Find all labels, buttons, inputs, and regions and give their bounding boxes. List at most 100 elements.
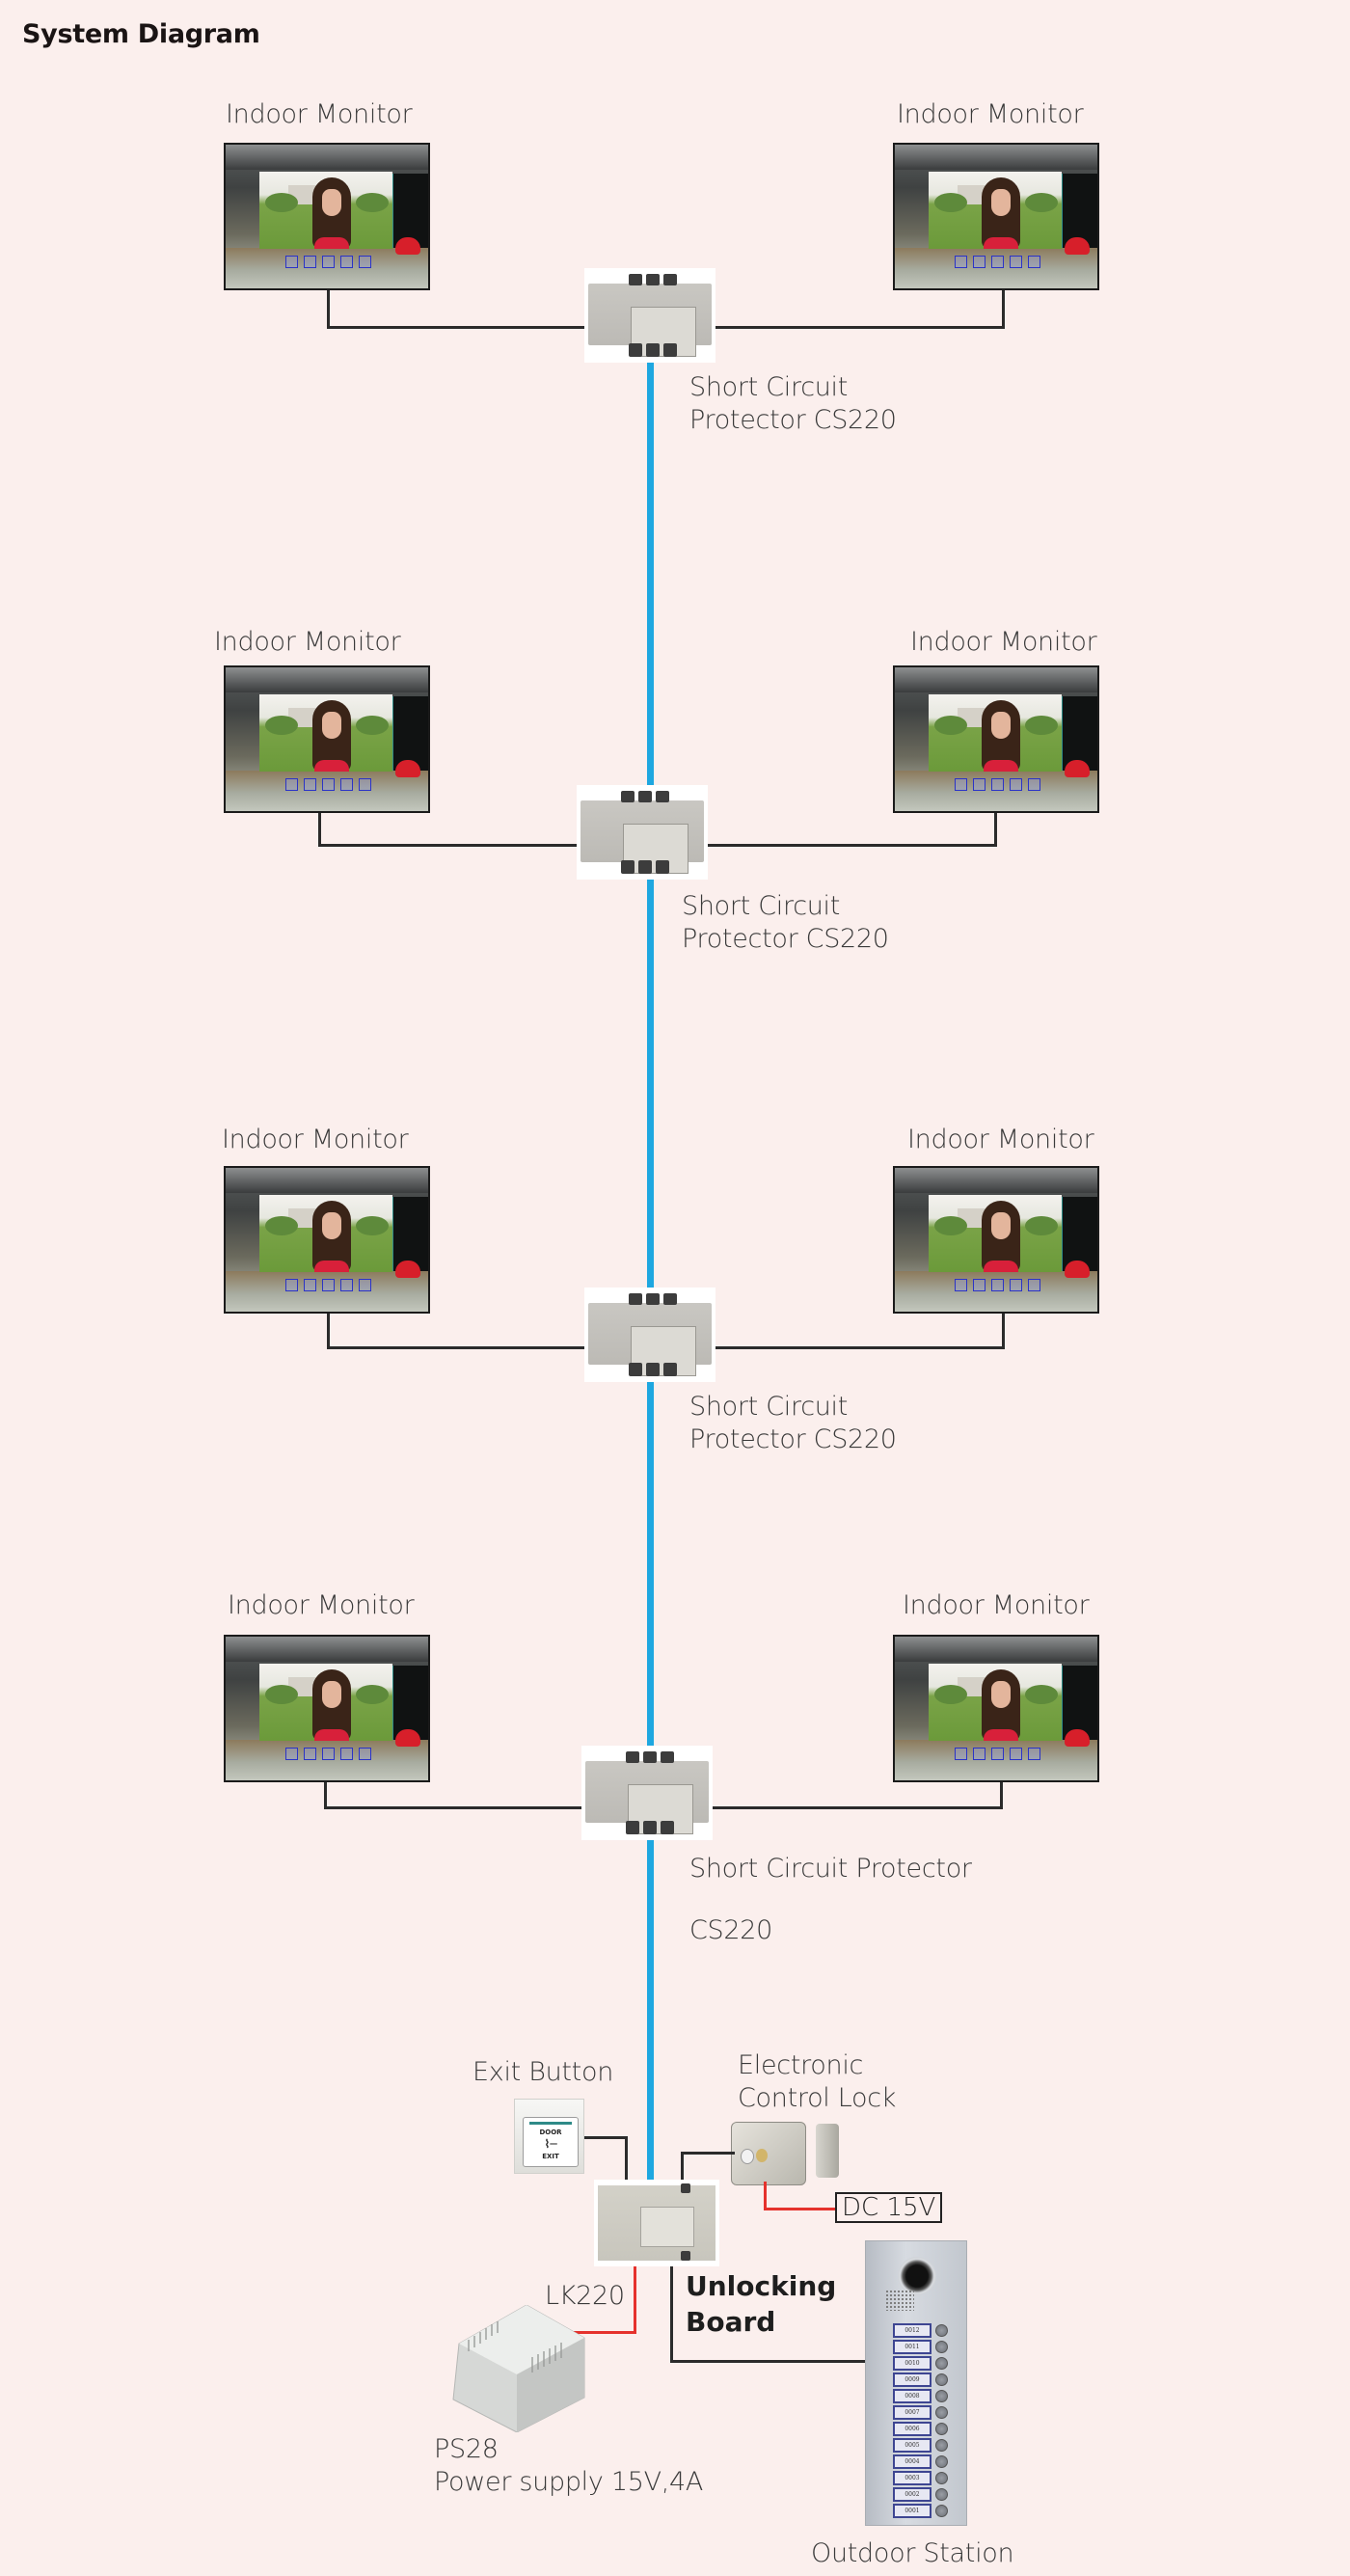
monitor-menu-icons xyxy=(955,1748,1040,1760)
right-monitor-wire xyxy=(994,813,997,847)
call-button-icon xyxy=(935,2423,948,2435)
left-monitor-label: Indoor Monitor xyxy=(214,627,401,657)
power-supply-device xyxy=(452,2305,585,2432)
call-button-row: 0005 xyxy=(893,2437,948,2454)
left-monitor-wire xyxy=(318,844,577,847)
monitor-video-feed xyxy=(929,172,1062,249)
call-button-tag: 0001 xyxy=(893,2504,932,2518)
lock-wire xyxy=(681,2152,684,2183)
call-button-icon xyxy=(935,2373,948,2386)
call-button-icon xyxy=(935,2455,948,2468)
indoor-monitor-device xyxy=(224,1635,430,1782)
call-button-tag: 0002 xyxy=(893,2487,932,2502)
right-monitor-wire xyxy=(708,844,997,847)
exit-button-wire xyxy=(584,2136,628,2139)
psu-wire xyxy=(536,2331,636,2334)
monitor-video-feed xyxy=(259,172,392,249)
call-button-row: 0006 xyxy=(893,2421,948,2437)
call-button-icon xyxy=(935,2505,948,2517)
page-title: System Diagram xyxy=(22,19,260,49)
protector-label-line1: Short Circuit Protector xyxy=(689,1854,972,1884)
short-circuit-protector-device xyxy=(581,1746,713,1840)
monitor-menu-icons xyxy=(955,1279,1040,1291)
left-monitor-wire xyxy=(327,1314,330,1349)
protector-label-line1: Short Circuit xyxy=(682,891,841,921)
unlocking-board-label-line1: Unlocking xyxy=(686,2270,837,2302)
call-button-row: 0001 xyxy=(893,2503,948,2519)
right-monitor-wire xyxy=(716,1346,1005,1349)
indoor-monitor-device xyxy=(224,665,430,813)
exit-button-device: DOOR ⌇─ EXIT xyxy=(514,2099,584,2174)
right-monitor-label: Indoor Monitor xyxy=(903,1590,1090,1620)
speaker-grill xyxy=(885,2290,914,2311)
lock-power-wire xyxy=(764,2208,836,2210)
call-button-tag: 0010 xyxy=(893,2356,932,2371)
bus-wire xyxy=(647,359,654,2183)
call-button-icon xyxy=(935,2357,948,2370)
indoor-monitor-device xyxy=(224,1166,430,1314)
psu-wire xyxy=(634,2266,636,2334)
outdoor-station-wire xyxy=(670,2360,866,2363)
lock-label-line1: Electronic xyxy=(738,2050,864,2080)
monitor-menu-icons xyxy=(955,256,1040,268)
dc-power-label: DC 15V xyxy=(835,2192,943,2223)
right-monitor-label: Indoor Monitor xyxy=(910,627,1097,657)
call-button-row: 0009 xyxy=(893,2372,948,2388)
right-monitor-wire xyxy=(1002,1314,1005,1349)
call-button-tag: 0005 xyxy=(893,2438,932,2453)
left-monitor-wire xyxy=(324,1806,581,1809)
call-button-icon xyxy=(935,2472,948,2484)
monitor-video-feed xyxy=(259,694,392,772)
monitor-video-feed xyxy=(259,1664,392,1741)
monitor-menu-icons xyxy=(285,778,371,791)
call-button-icon xyxy=(935,2439,948,2452)
exit-button-wire xyxy=(625,2136,628,2183)
exit-button-label: Exit Button xyxy=(472,2057,614,2087)
left-monitor-wire xyxy=(327,1346,584,1349)
psu-spec: Power supply 15V,4A xyxy=(434,2467,704,2497)
protector-label-line1: Short Circuit xyxy=(689,1392,849,1422)
call-button-row: 0008 xyxy=(893,2388,948,2404)
electronic-lock-device xyxy=(727,2118,847,2187)
psu-model: PS28 xyxy=(434,2434,499,2464)
call-button-row: 0010 xyxy=(893,2355,948,2372)
call-button-row: 0002 xyxy=(893,2486,948,2503)
protector-label-line2: CS220 xyxy=(689,1915,773,1945)
monitor-video-feed xyxy=(259,1195,392,1272)
right-monitor-wire xyxy=(1002,290,1005,329)
short-circuit-protector-device xyxy=(584,268,716,363)
right-monitor-wire xyxy=(1000,1782,1003,1809)
protector-label-line1: Short Circuit xyxy=(689,372,849,402)
exit-button-text-exit: EXIT xyxy=(542,2153,559,2160)
left-monitor-wire xyxy=(318,813,321,847)
right-monitor-label: Indoor Monitor xyxy=(907,1125,1094,1154)
monitor-menu-icons xyxy=(285,256,371,268)
call-button-tag: 0009 xyxy=(893,2373,932,2387)
left-monitor-wire xyxy=(327,290,330,329)
left-monitor-label: Indoor Monitor xyxy=(222,1125,409,1154)
call-button-row: 0003 xyxy=(893,2470,948,2486)
short-circuit-protector-device xyxy=(584,1288,716,1382)
monitor-menu-icons xyxy=(285,1279,371,1291)
call-button-tag: 0006 xyxy=(893,2422,932,2436)
call-button-tag: 0008 xyxy=(893,2389,932,2403)
camera-icon xyxy=(898,2257,936,2295)
short-circuit-protector-device xyxy=(577,785,708,880)
protector-label-line2: Protector CS220 xyxy=(682,924,889,954)
outdoor-station-wire xyxy=(670,2266,673,2363)
outdoor-station-label: Outdoor Station xyxy=(811,2538,1014,2568)
unlocking-board-device xyxy=(594,2180,719,2266)
protector-label-line2: Protector CS220 xyxy=(689,1424,897,1454)
left-monitor-wire xyxy=(324,1782,327,1809)
indoor-monitor-device xyxy=(893,1166,1099,1314)
left-monitor-wire xyxy=(327,326,584,329)
right-monitor-wire xyxy=(713,1806,1003,1809)
monitor-video-feed xyxy=(929,694,1062,772)
monitor-video-feed xyxy=(929,1195,1062,1272)
call-button-icon xyxy=(935,2390,948,2402)
call-button-icon xyxy=(935,2406,948,2419)
monitor-menu-icons xyxy=(955,778,1040,791)
call-button-row: 0011 xyxy=(893,2339,948,2355)
call-button-tag: 0011 xyxy=(893,2340,932,2354)
